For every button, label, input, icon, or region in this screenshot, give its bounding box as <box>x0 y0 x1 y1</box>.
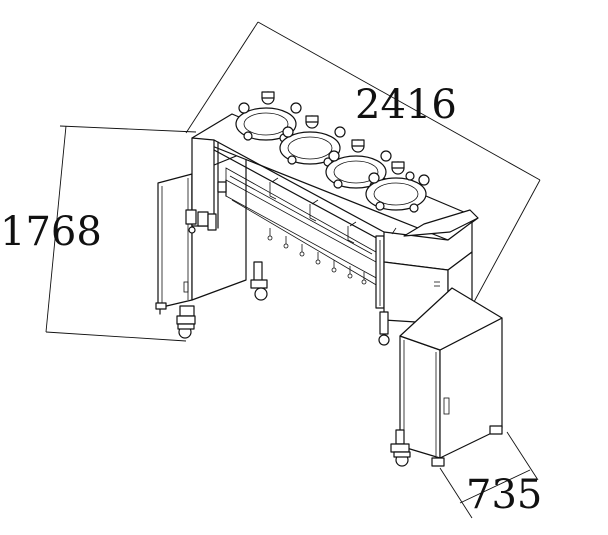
housing-top <box>403 209 479 237</box>
dim-length-label: 2416 <box>355 82 457 128</box>
hopper-unit-2 <box>279 115 346 167</box>
dim-length-line <box>257 21 541 181</box>
dim-height-label: 1768 <box>0 209 102 255</box>
hopper-unit-4 <box>365 161 430 213</box>
dim-height-line <box>45 125 67 333</box>
left-leg-front <box>157 173 193 309</box>
dim-depth-label: 735 <box>466 472 542 518</box>
dimension-height: 1768 <box>0 125 197 342</box>
right-leg-side <box>399 335 441 459</box>
right-leg-cabinet <box>378 287 503 467</box>
left-fittings <box>185 181 227 234</box>
dimension-depth: 735 <box>439 431 542 519</box>
dim-depth-ext-left <box>439 467 473 519</box>
dim-height-ext-top <box>59 125 197 133</box>
dim-depth-line <box>459 469 531 504</box>
dim-height-ext-bottom <box>45 331 187 342</box>
dim-length-ext-left <box>185 21 259 134</box>
dim-depth-ext-right <box>506 431 539 481</box>
dimension-length: 2416 <box>185 21 541 351</box>
right-leg-top <box>399 287 503 351</box>
